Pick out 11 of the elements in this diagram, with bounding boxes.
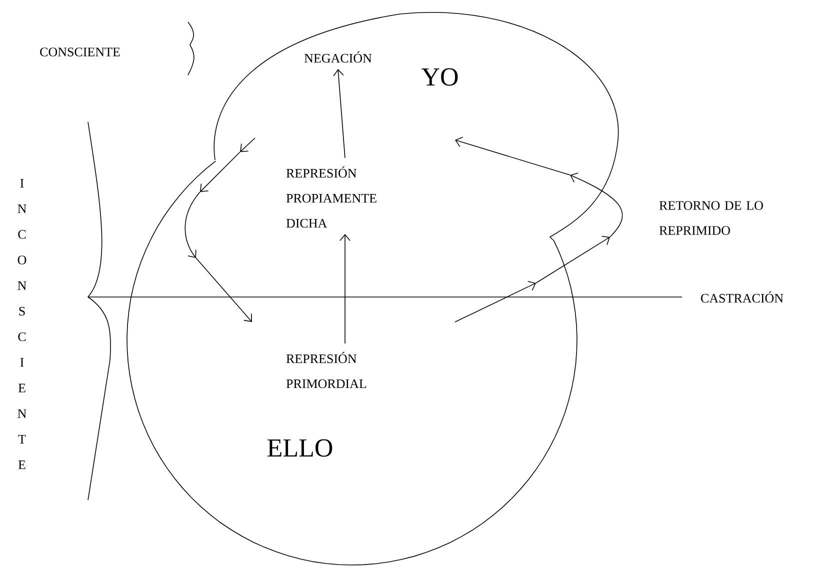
arrow (333, 69, 346, 158)
text-label: REPRESIÓN PRIMORDIAL (286, 352, 366, 388)
region-label: ELLO (268, 439, 332, 457)
text-label: RETORNO DE LO REPRIMIDO (659, 201, 763, 235)
region-label: YO (422, 68, 458, 86)
arrow (340, 234, 350, 344)
text-label: REPRESIÓN PROPIAMENTE DICHA (286, 166, 376, 228)
text-label: NEGACIÓN (304, 51, 372, 63)
vertical-label: INCONSCIENTE (18, 178, 26, 470)
text-label: CASTRACIÓN (701, 291, 784, 303)
text-label: CONSCIENTE (40, 48, 120, 56)
